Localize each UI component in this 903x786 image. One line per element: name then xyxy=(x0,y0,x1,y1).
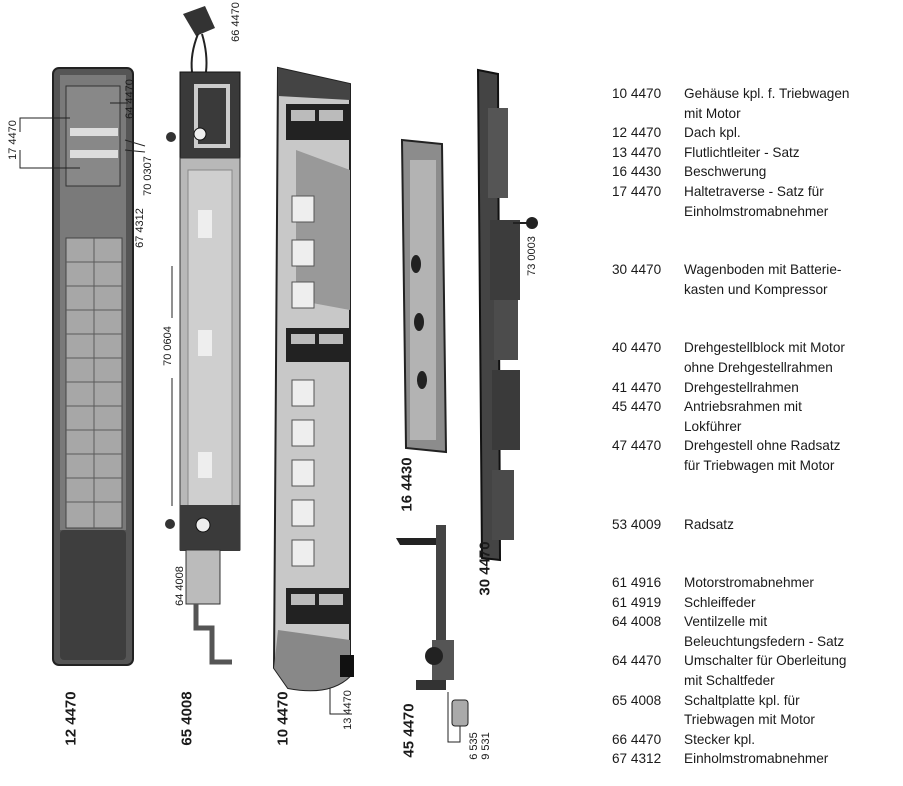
part-number: 65 4008 xyxy=(612,692,662,708)
floor-drawing xyxy=(476,68,538,562)
callout-13-4470: 13 4470 xyxy=(341,690,354,730)
drive-frame-drawing xyxy=(396,525,469,743)
part-number: 66 4470 xyxy=(612,731,662,747)
callout-70-0604: 70 0604 xyxy=(161,326,174,366)
part-row: 30 4470 Wagenboden mit Batterie-kasten u… xyxy=(612,260,898,299)
part-number: 47 4470 xyxy=(612,438,662,454)
switch-board-drawing xyxy=(165,6,241,665)
part-number: 53 4009 xyxy=(612,516,662,532)
part-description: Wagenboden mit Batterie-kasten und Kompr… xyxy=(684,262,842,297)
part-number: 12 4470 xyxy=(612,125,662,141)
label-roof: 12 4470 xyxy=(62,691,80,746)
callout-70-0307: 70 0307 xyxy=(141,156,154,196)
exploded-parts-diagram: 12 4470 65 4008 10 4470 45 4470 16 4430 … xyxy=(6,2,538,760)
part-row: 13 4470 Flutlichtleiter - Satz xyxy=(612,143,898,163)
diagram-drawing xyxy=(19,6,538,743)
part-number: 61 4916 xyxy=(612,575,662,591)
part-description: Flutlichtleiter - Satz xyxy=(684,144,800,160)
part-description: Einholmstromabnehmer xyxy=(684,751,829,767)
part-number: 67 4312 xyxy=(612,751,662,767)
part-row: 61 4916 Motorstromabnehmer xyxy=(612,573,898,593)
part-description: Schleiffeder xyxy=(684,594,756,610)
body-shell-drawing xyxy=(272,66,354,715)
part-number: 17 4470 xyxy=(612,183,662,199)
part-row: 67 4312 Einholmstromabnehmer xyxy=(612,749,898,769)
part-row: 41 4470 Drehgestellrahmen xyxy=(612,378,898,398)
label-switch-board: 65 4008 xyxy=(178,691,196,746)
weight-drawing xyxy=(400,138,448,454)
callout-66-4470: 66 4470 xyxy=(229,2,242,42)
part-description: Stecker kpl. xyxy=(684,731,756,747)
part-row: 12 4470 Dach kpl. xyxy=(612,123,898,143)
part-number: 13 4470 xyxy=(612,144,662,160)
part-number: 16 4430 xyxy=(612,164,662,180)
part-description: Radsatz xyxy=(684,516,734,532)
callout-67-4312: 67 4312 xyxy=(133,208,146,248)
part-description: Dach kpl. xyxy=(684,125,741,141)
callout-17-4470: 17 4470 xyxy=(6,120,19,160)
part-number: 30 4470 xyxy=(612,262,662,278)
part-description: Drehgestellrahmen xyxy=(684,379,799,395)
callout-9-531: 9 531 xyxy=(479,732,492,760)
part-row: 53 4009 Radsatz xyxy=(612,515,898,535)
callout-64-4470: 64 4470 xyxy=(123,79,136,119)
callout-64-4008: 64 4008 xyxy=(173,566,186,606)
part-description: Beschwerung xyxy=(684,164,767,180)
callout-73-0003: 73 0003 xyxy=(525,236,538,276)
part-number: 40 4470 xyxy=(612,340,662,356)
label-body: 10 4470 xyxy=(274,691,292,746)
roof-part-drawing xyxy=(52,67,134,666)
leader-lines-left xyxy=(19,102,146,169)
part-number: 61 4919 xyxy=(612,594,662,610)
part-description: Motorstromabnehmer xyxy=(684,575,814,591)
part-number: 45 4470 xyxy=(612,399,662,415)
label-floor: 30 4470 xyxy=(476,541,494,596)
part-row: 66 4470 Stecker kpl. xyxy=(612,730,898,750)
part-number: 10 4470 xyxy=(612,86,662,101)
part-number: 64 4008 xyxy=(612,614,662,630)
callout-6-535: 6 535 xyxy=(467,732,480,760)
part-row: 61 4919 Schleiffeder xyxy=(612,593,898,613)
part-row: 16 4430 Beschwerung xyxy=(612,162,898,182)
label-drive-frame: 45 4470 xyxy=(400,703,418,758)
part-number: 41 4470 xyxy=(612,379,662,395)
label-weight: 16 4430 xyxy=(398,457,416,512)
part-number: 64 4470 xyxy=(612,653,662,669)
